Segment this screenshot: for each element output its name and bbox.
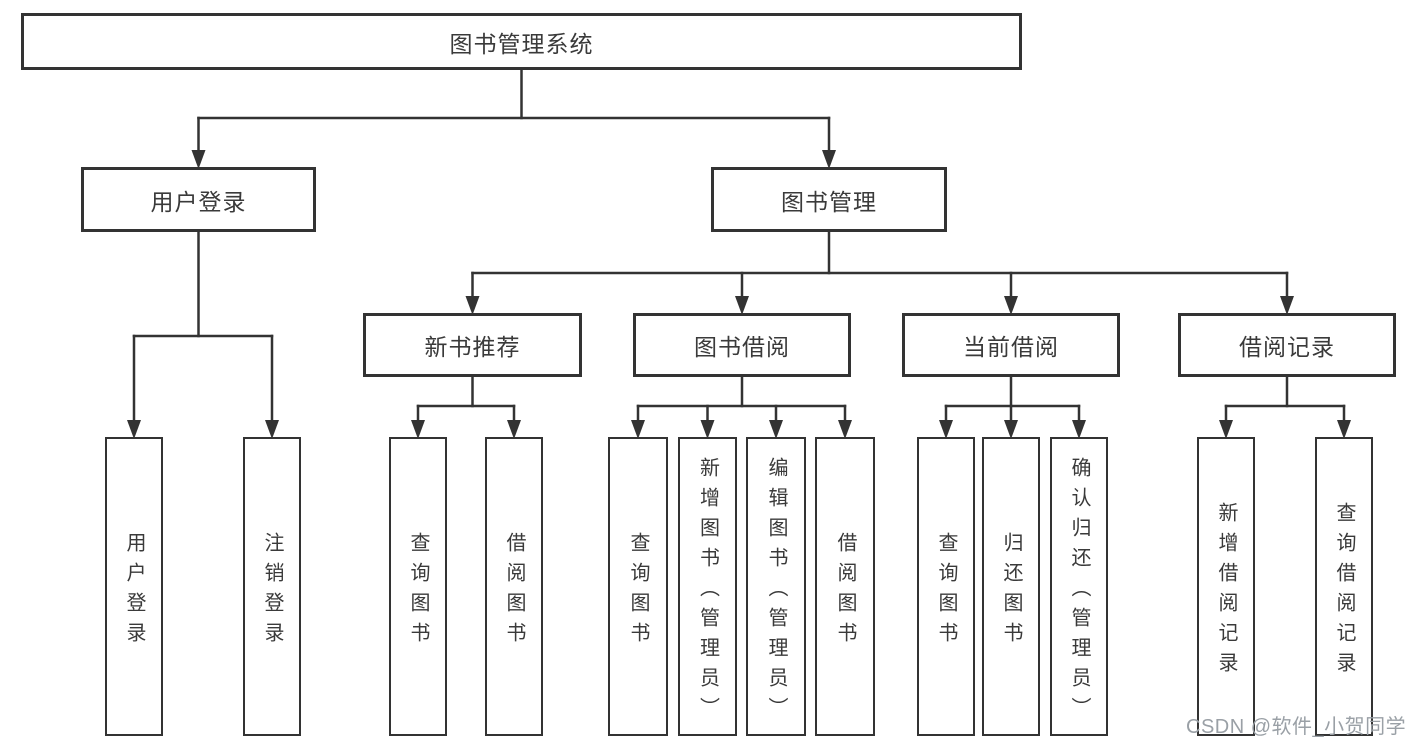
node-label-bb-edit-book: 编辑图书（管理员）	[765, 456, 787, 727]
node-label-nbr-query-book: 查询图书	[407, 531, 429, 652]
node-label-current-borrow: 当前借阅	[963, 334, 1059, 360]
node-nbr-borrow-book: 借阅图书	[485, 437, 543, 736]
node-book-mgmt: 图书管理	[711, 167, 947, 232]
node-bb-query-book: 查询图书	[608, 437, 668, 736]
node-br-add-record: 新增借阅记录	[1197, 437, 1255, 736]
node-cb-confirm-return: 确认归还（管理员）	[1050, 437, 1108, 736]
node-label-cb-confirm-return: 确认归还（管理员）	[1068, 456, 1090, 727]
node-label-bb-query-book: 查询图书	[627, 531, 649, 652]
arrowhead-icon	[769, 420, 783, 439]
node-label-user-login: 用户登录	[150, 188, 247, 215]
arrowhead-icon	[465, 296, 480, 315]
arrowhead-icon	[1337, 420, 1351, 439]
node-label-book-mgmt: 图书管理	[781, 188, 877, 215]
arrowhead-icon	[700, 420, 715, 439]
node-nbr-query-book: 查询图书	[389, 437, 447, 736]
arrowhead-icon	[1219, 420, 1233, 439]
node-label-br-add-record: 新增借阅记录	[1215, 501, 1237, 682]
node-label-cb-query-book: 查询图书	[935, 531, 957, 652]
node-root: 图书管理系统	[21, 13, 1022, 70]
node-label-bb-add-book: 新增图书（管理员）	[696, 456, 719, 727]
watermark: CSDN @软件_小贺同学	[1186, 716, 1405, 738]
node-new-book-recommend: 新书推荐	[363, 313, 582, 377]
node-borrow-record: 借阅记录	[1178, 313, 1396, 377]
node-bb-add-book: 新增图书（管理员）	[678, 437, 737, 736]
node-login-leaf: 用户登录	[105, 437, 163, 736]
node-label-logout-leaf: 注销登录	[261, 531, 283, 652]
arrowhead-icon	[822, 150, 836, 169]
node-current-borrow: 当前借阅	[902, 313, 1120, 377]
arrowhead-icon	[631, 420, 645, 439]
node-book-borrow: 图书借阅	[633, 313, 851, 377]
node-label-new-book-recommend: 新书推荐	[424, 334, 521, 360]
arrowhead-icon	[1280, 296, 1294, 315]
arrowhead-icon	[735, 296, 749, 315]
node-label-cb-return-book: 归还图书	[1000, 531, 1022, 652]
node-label-book-borrow: 图书借阅	[694, 334, 790, 360]
arrowhead-icon	[838, 420, 852, 439]
arrowhead-icon	[265, 420, 279, 439]
node-label-login-leaf: 用户登录	[123, 531, 145, 652]
node-bb-edit-book: 编辑图书（管理员）	[746, 437, 806, 736]
arrowhead-icon	[411, 420, 425, 439]
arrowhead-icon	[939, 420, 953, 439]
arrowhead-icon	[507, 420, 521, 439]
node-cb-return-book: 归还图书	[982, 437, 1040, 736]
node-br-query-record: 查询借阅记录	[1315, 437, 1373, 736]
arrowhead-icon	[1004, 296, 1018, 315]
node-label-bb-borrow-book: 借阅图书	[834, 531, 856, 652]
node-bb-borrow-book: 借阅图书	[815, 437, 875, 736]
arrowhead-icon	[1004, 420, 1018, 439]
node-label-br-query-record: 查询借阅记录	[1333, 501, 1355, 682]
node-label-nbr-borrow-book: 借阅图书	[503, 531, 525, 652]
node-logout-leaf: 注销登录	[243, 437, 301, 736]
arrowhead-icon	[127, 420, 141, 439]
arrowhead-icon	[1072, 420, 1086, 439]
node-label-borrow-record: 借阅记录	[1239, 334, 1335, 360]
node-label-root: 图书管理系统	[449, 30, 594, 57]
arrowhead-icon	[191, 150, 206, 169]
node-cb-query-book: 查询图书	[917, 437, 975, 736]
node-user-login: 用户登录	[81, 167, 316, 232]
